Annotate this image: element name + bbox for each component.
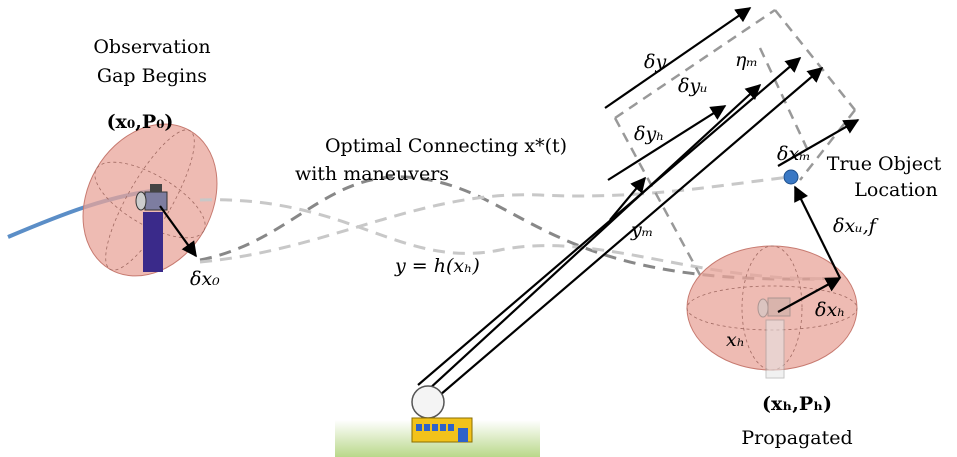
dashed-trajectory-light-2	[199, 175, 791, 264]
obs-gap-label-line2: Gap Begins	[97, 65, 207, 87]
satellite-icon-start	[135, 184, 168, 272]
initial-state-label: (x₀,P₀)	[107, 111, 174, 133]
delta-y-label: δy	[644, 51, 666, 73]
propagated-state-label: (xₕ,Pₕ)	[762, 393, 832, 415]
true-object-label-line1: True Object	[827, 153, 942, 175]
eta-m-label: ηₘ	[735, 49, 758, 71]
optimal-label-line1: Optimal Connecting x*(t)	[325, 135, 567, 157]
deviation-arrows	[159, 185, 842, 313]
satellite-icon-end	[757, 297, 791, 379]
ym-label: yₘ	[630, 219, 653, 241]
obs-gap-label-line1: Observation	[93, 36, 210, 58]
xh-label: xₕ	[726, 329, 745, 351]
measurement-rays	[417, 56, 824, 396]
delta-yu-label: δyᵤ	[678, 75, 708, 97]
dashed-trajectory-dark	[199, 175, 841, 281]
projection-lines	[613, 8, 856, 276]
true-object-marker	[783, 169, 799, 185]
true-object-label-line2: Location	[854, 179, 937, 201]
delta-xuf-label: δxᵤ,f	[833, 215, 879, 237]
measurement-vectors	[604, 7, 860, 221]
measurement-equation-label: y = h(xₕ)	[394, 255, 480, 277]
ground-station-icon	[411, 385, 473, 443]
propagated-label: Propagated	[741, 427, 852, 449]
delta-x0-label: δx₀	[190, 268, 220, 290]
delta-xm-label: δxₘ	[777, 143, 811, 165]
optimal-label-line2: with maneuvers	[295, 163, 449, 185]
delta-yh-label: δyₕ	[634, 123, 664, 145]
delta-xh-label: δxₕ	[815, 299, 845, 321]
